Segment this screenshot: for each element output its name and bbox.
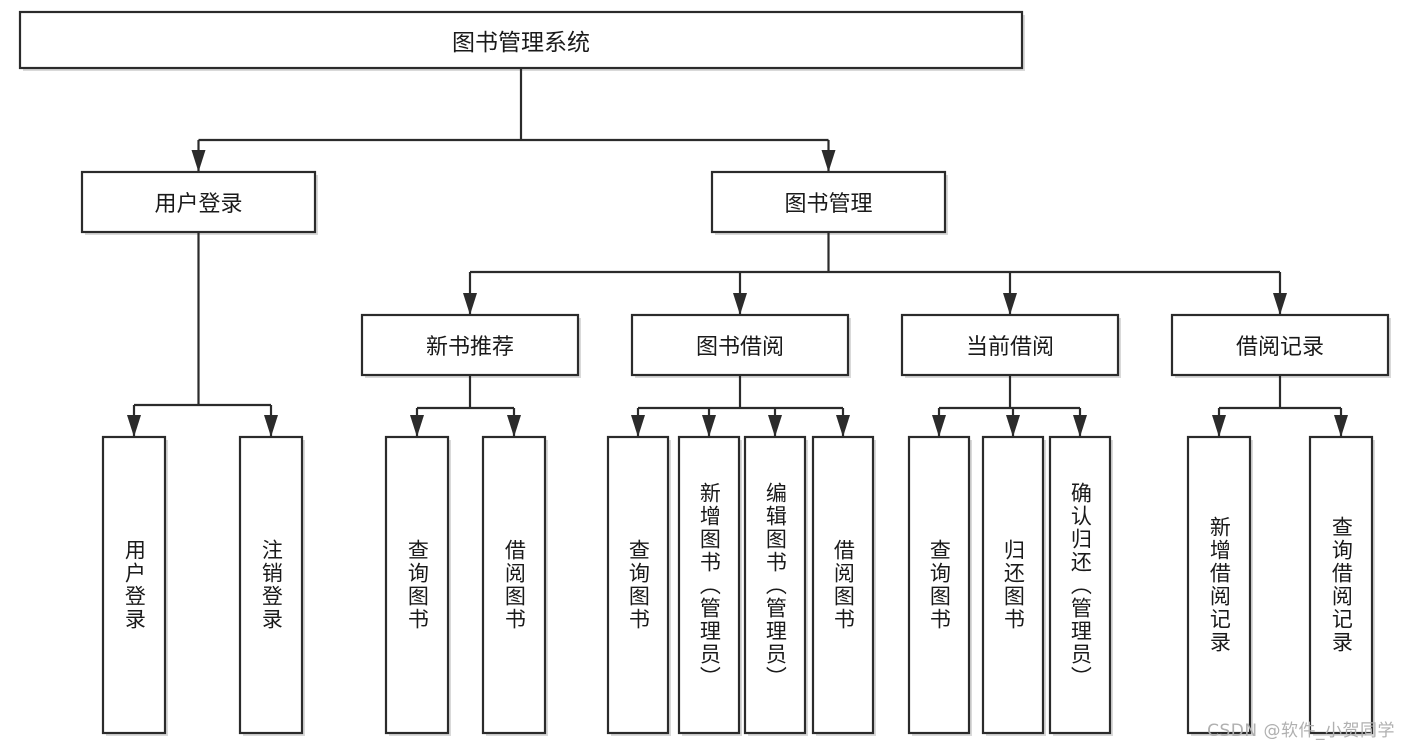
box-layer (18, 10, 1390, 735)
connector-layer (127, 68, 1348, 437)
arrow-head-icon (1006, 415, 1020, 437)
node-root-图书管理系统[interactable] (18, 10, 1024, 70)
node-leaf-确认归还管理员[interactable] (1048, 435, 1112, 735)
node-level3-新书推荐[interactable] (360, 313, 580, 377)
arrow-head-icon (264, 415, 278, 437)
arrow-head-icon (1073, 415, 1087, 437)
arrow-head-icon (1003, 293, 1017, 315)
node-leaf-新增图书管理员[interactable] (677, 435, 741, 735)
node-leaf-查询图书[interactable] (907, 435, 971, 735)
node-leaf-查询图书[interactable] (384, 435, 450, 735)
arrow-head-icon (768, 415, 782, 437)
node-leaf-注销登录[interactable] (238, 435, 304, 735)
arrow-head-icon (127, 415, 141, 437)
arrow-head-icon (836, 415, 850, 437)
arrow-head-icon (463, 293, 477, 315)
watermark: CSDN @软件_小贺同学 (1207, 721, 1395, 741)
node-leaf-借阅图书[interactable] (811, 435, 875, 735)
node-level2-用户登录[interactable] (80, 170, 317, 234)
node-leaf-编辑图书管理员[interactable] (743, 435, 807, 735)
arrow-head-icon (733, 293, 747, 315)
node-leaf-查询借阅记录[interactable] (1308, 435, 1374, 735)
node-level2-图书管理[interactable] (710, 170, 947, 234)
arrow-head-icon (1334, 415, 1348, 437)
node-leaf-新增借阅记录[interactable] (1186, 435, 1252, 735)
node-leaf-查询图书[interactable] (606, 435, 670, 735)
node-leaf-归还图书[interactable] (981, 435, 1045, 735)
arrow-head-icon (631, 415, 645, 437)
node-level3-当前借阅[interactable] (900, 313, 1120, 377)
arrow-head-icon (702, 415, 716, 437)
node-leaf-借阅图书[interactable] (481, 435, 547, 735)
node-level3-图书借阅[interactable] (630, 313, 850, 377)
node-level3-借阅记录[interactable] (1170, 313, 1390, 377)
arrow-head-icon (821, 150, 836, 172)
arrow-head-icon (1212, 415, 1226, 437)
arrow-head-icon (410, 415, 424, 437)
arrow-head-icon (932, 415, 946, 437)
node-leaf-用户登录[interactable] (101, 435, 167, 735)
arrow-head-icon (191, 150, 206, 172)
arrow-head-icon (1273, 293, 1287, 315)
arrow-head-icon (507, 415, 521, 437)
